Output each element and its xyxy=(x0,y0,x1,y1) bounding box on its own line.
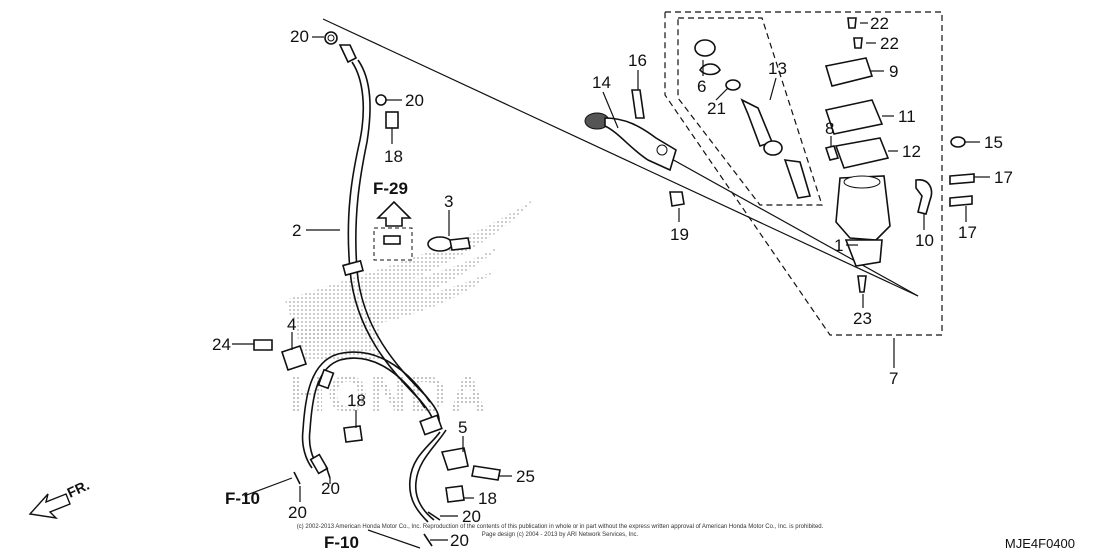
label-part-5: 5 xyxy=(458,418,467,437)
circlip-icon xyxy=(699,63,721,76)
copyright-line-2: Page design (c) 2004 - 2013 by ARI Netwo… xyxy=(482,532,639,538)
screw-8-icon xyxy=(824,145,840,161)
piston-icon xyxy=(740,98,774,148)
label-part-16: 16 xyxy=(628,51,647,70)
cup-icon xyxy=(763,140,783,156)
label-part-23: 23 xyxy=(853,309,872,328)
label-part-3: 3 xyxy=(444,192,453,211)
label-part-22a: 22 xyxy=(870,14,889,33)
label-part-7: 7 xyxy=(889,369,898,388)
ref-f10-left: F-10 xyxy=(225,489,260,508)
boot-icon xyxy=(694,39,716,57)
label-part-19: 19 xyxy=(670,225,689,244)
honda-watermark-text: HONDA xyxy=(288,366,489,424)
label-part-13: 13 xyxy=(768,59,787,78)
sealing-washer-upper-icon xyxy=(375,94,387,106)
master-cylinder-holder-icon xyxy=(915,179,933,215)
bolt-25-icon xyxy=(471,465,501,481)
brake-lever-icon xyxy=(584,112,677,172)
washer-20-lower-icon xyxy=(427,511,441,521)
label-part-6: 6 xyxy=(697,77,706,96)
label-part-24: 24 xyxy=(212,335,231,354)
front-direction-arrow-icon xyxy=(28,493,71,520)
screw-23-icon xyxy=(857,275,867,293)
washer-20-middle-icon xyxy=(325,465,331,479)
screw-22b-icon xyxy=(853,37,863,49)
master-cylinder-body-icon xyxy=(835,175,891,267)
label-part-17a: 17 xyxy=(994,168,1013,187)
label-part-21: 21 xyxy=(707,99,726,118)
ref-f10-bottom: F-10 xyxy=(324,533,359,552)
kit-dashed-outline xyxy=(677,17,823,206)
reference-arrow-f29 xyxy=(373,200,413,261)
label-part-10: 10 xyxy=(915,231,934,250)
label-part-17b: 17 xyxy=(958,223,977,242)
label-part-2: 2 xyxy=(292,221,301,240)
label-part-20-lower: 20 xyxy=(462,507,481,526)
bolt-17a-icon xyxy=(949,173,975,185)
label-part-11: 11 xyxy=(898,107,916,126)
brake-hose-lower-right xyxy=(408,414,447,523)
bolt-24-icon xyxy=(253,339,273,351)
spring-icon xyxy=(783,159,812,199)
front-label: FR. xyxy=(65,477,92,501)
label-part-15: 15 xyxy=(984,133,1003,152)
label-part-14: 14 xyxy=(592,73,611,92)
label-part-20-left: 20 xyxy=(288,503,307,522)
label-part-4: 4 xyxy=(287,315,296,334)
hose-holder-5-icon xyxy=(440,447,469,471)
cap-15-icon xyxy=(950,136,966,148)
banjo-fitting-top-icon xyxy=(338,44,358,64)
hose-holder-4-icon xyxy=(280,344,308,372)
perspective-line-top xyxy=(322,18,919,297)
leader-lines xyxy=(232,22,990,549)
label-part-9: 9 xyxy=(889,62,898,81)
label-part-1: 1 xyxy=(834,236,843,255)
assembly-dashed-outline xyxy=(664,11,943,336)
hose-clamp-icon xyxy=(427,236,471,252)
label-part-22b: 22 xyxy=(880,34,899,53)
ref-f29: F-29 xyxy=(373,179,408,198)
label-part-18-upper: 18 xyxy=(384,147,403,166)
label-part-20-middle: 20 xyxy=(321,479,340,498)
bolt-17b-icon xyxy=(949,195,973,207)
pivot-bolt-icon xyxy=(631,89,645,119)
bolt-18-lower-icon xyxy=(445,485,465,503)
label-part-20-top: 20 xyxy=(290,27,309,46)
reservoir-cap-icon xyxy=(824,57,874,87)
brake-hose-lower-left xyxy=(301,351,431,475)
label-part-18-lower: 18 xyxy=(478,489,497,508)
label-part-20-upper: 20 xyxy=(405,91,424,110)
label-part-25: 25 xyxy=(516,467,535,486)
diaphragm-plate-icon xyxy=(824,99,884,135)
washer-20-left-icon xyxy=(293,471,301,485)
label-part-8: 8 xyxy=(825,119,834,138)
washer-20-bottom-icon xyxy=(423,533,433,547)
bolt-18-middle-icon xyxy=(343,425,363,443)
washer-kit-icon xyxy=(725,79,741,91)
diaphragm-icon xyxy=(834,137,890,169)
bolt-upper-icon xyxy=(385,111,399,129)
diagram-code: MJE4F0400 xyxy=(1005,536,1075,551)
pivot-nut-icon xyxy=(669,191,685,207)
honda-wing-watermark-icon xyxy=(285,195,540,360)
label-part-20-bottom: 20 xyxy=(450,531,469,550)
screw-22a-icon xyxy=(847,17,857,29)
label-part-12: 12 xyxy=(902,142,921,161)
copyright-line-1: (c) 2002-2013 American Honda Motor Co., … xyxy=(297,524,824,530)
label-part-18-middle: 18 xyxy=(347,391,366,410)
